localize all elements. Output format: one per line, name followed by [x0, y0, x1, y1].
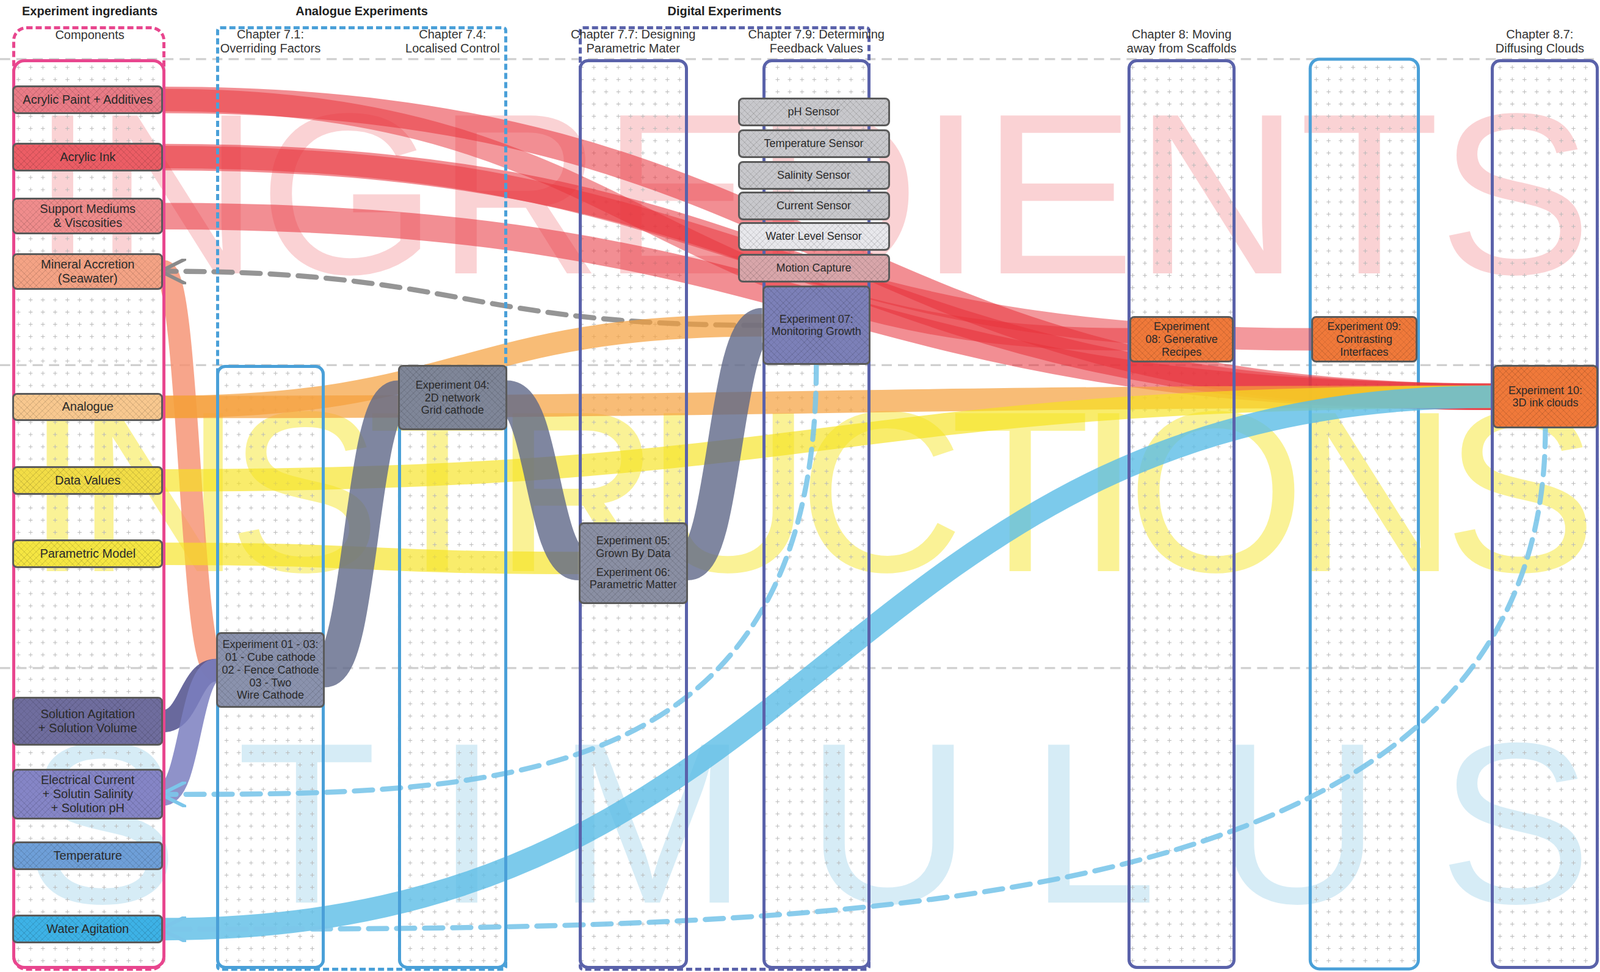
- box-text: Motion Capture: [742, 261, 886, 275]
- column-heading: Chapter 7.9: Determining Feedback Values: [728, 27, 905, 56]
- box-text: Experiment 01 - 03:: [220, 638, 320, 652]
- column-heading: Chapter 7.7: Designing Parametric Mater: [550, 27, 717, 56]
- flow-band: [162, 156, 1312, 340]
- column-heading: Chapter 7.4: Localised Control: [386, 27, 519, 56]
- column-region: Chapter 7.1: Overriding FactorsExperimen…: [216, 27, 325, 970]
- component-box: Experiment 10: 3D ink clouds: [1492, 365, 1598, 429]
- column-region: Chapter 8: Moving away from ScaffoldsExp…: [1127, 27, 1236, 970]
- component-box: Electrical Current + Solutin Salinity + …: [12, 769, 163, 820]
- flow-band: [162, 396, 1493, 930]
- box-text: Data Values: [17, 473, 159, 488]
- column-frame: [216, 26, 507, 972]
- box-text: 02 - Fence Cathode: [220, 664, 320, 677]
- column-heading: Digital Experiments: [578, 4, 871, 19]
- component-box: Experiment 04: 2D network Grid cathode: [398, 365, 508, 431]
- component-box: Motion Capture: [738, 253, 891, 283]
- component-box: pH Sensor: [738, 97, 891, 127]
- flow-band: [162, 216, 1493, 397]
- component-box: Acrylic Ink: [12, 142, 163, 172]
- box-text: Temperature Sensor: [742, 137, 886, 151]
- column-region: Analogue ExperimentsChapter 7.1: Overrid…: [216, 4, 507, 972]
- box-text: Acrylic Paint + Additives: [17, 92, 159, 107]
- feedback-arrow: [162, 365, 817, 795]
- box-text: Mineral Accretion (Seawater): [17, 257, 159, 286]
- box-text: Solution Agitation + Solution Volume: [17, 707, 159, 736]
- component-box: Support Mediums & Viscosities: [12, 197, 163, 235]
- box-text: Current Sensor: [742, 199, 886, 213]
- box-text: Water Agitation: [17, 922, 159, 937]
- box-text: 03 - Two Wire Cathode: [220, 676, 320, 703]
- column-region: Chapter 8.7: Diffusing CloudsExperiment …: [1490, 27, 1599, 970]
- column-region: Experiment ingrediantsComponentsAcrylic …: [12, 4, 166, 972]
- column-heading: Chapter 7.1: Overriding Factors: [203, 27, 337, 56]
- column-heading: Components: [3, 28, 177, 43]
- flow-band: [687, 325, 763, 563]
- column-frame: [12, 59, 166, 970]
- component-box: Experiment 07: Monitoring Growth: [762, 285, 871, 366]
- box-text: Analogue: [17, 399, 159, 414]
- column-region: Chapter 7.9: Determining Feedback Values…: [762, 27, 871, 970]
- flow-band: [162, 100, 1493, 397]
- component-box: Temperature Sensor: [738, 129, 891, 159]
- component-box: Water Level Sensor: [738, 222, 891, 251]
- flow-band: [162, 156, 1493, 397]
- component-box: Mineral Accretion (Seawater): [12, 253, 163, 290]
- column-frame: [1490, 59, 1599, 970]
- box-text: Parametric Model: [17, 546, 159, 562]
- component-box: Temperature: [12, 841, 163, 871]
- box-text: Experiment 07: Monitoring Growth: [767, 313, 866, 339]
- box-text: Experiment 06: Parametric Matter: [583, 566, 684, 592]
- column-heading: Chapter 8.7: Diffusing Clouds: [1483, 27, 1596, 56]
- column-region: Digital ExperimentsChapter 7.7: Designin…: [578, 4, 871, 972]
- box-text: Experiment 09: Contrasting Interfaces: [1316, 320, 1413, 359]
- column-grounds: [12, 59, 1599, 970]
- column-frame: [578, 59, 688, 970]
- column-region: Chapter 7.4: Localised ControlExperiment…: [398, 27, 508, 970]
- box-text: Support Mediums & Viscosities: [17, 202, 159, 231]
- component-box: Current Sensor: [738, 191, 891, 221]
- column-frame: [1310, 59, 1419, 970]
- flow-band: [507, 398, 579, 564]
- column-heading: Experiment ingrediants: [3, 4, 177, 19]
- box-text: Experiment 04: 2D network Grid cathode: [402, 379, 503, 417]
- component-box: Experiment 09: Contrasting Interfaces: [1311, 316, 1418, 363]
- feedback-arrow: [162, 428, 1546, 930]
- component-box: Acrylic Paint + Additives: [12, 85, 163, 115]
- flow-band: [162, 670, 217, 795]
- component-box: Experiment 05: Grown By DataExperiment 0…: [578, 522, 688, 605]
- box-text: Experiment 08: Generative Recipes: [1134, 320, 1229, 359]
- box-text: 01 - Cube cathode: [220, 651, 320, 665]
- component-box: Experiment 08: Generative Recipes: [1129, 316, 1234, 363]
- box-text: Acrylic Ink: [17, 150, 159, 165]
- box-text: Salinity Sensor: [742, 169, 886, 182]
- column-frame: [1127, 59, 1236, 970]
- column-heading: Chapter 8: Moving away from Scaffolds: [1089, 27, 1274, 56]
- component-box: Solution Agitation + Solution Volume: [12, 697, 163, 746]
- column-heading: Analogue Experiments: [216, 4, 507, 19]
- component-box: Water Agitation: [12, 915, 163, 944]
- component-box: Experiment 01 - 03:01 - Cube cathode02 -…: [216, 632, 325, 709]
- box-text: Temperature: [17, 849, 159, 864]
- box-text: Water Level Sensor: [742, 230, 886, 243]
- column-region: Chapter 7.7: Designing Parametric MaterE…: [578, 27, 688, 970]
- box-text: Experiment 05: Grown By Data: [583, 534, 684, 560]
- row-dividers: [0, 59, 1600, 669]
- box-text: pH Sensor: [742, 105, 886, 119]
- component-box: Parametric Model: [12, 539, 163, 569]
- component-box: Data Values: [12, 466, 163, 496]
- column-frame: [398, 365, 508, 970]
- box-text: Experiment 10: 3D ink clouds: [1497, 384, 1593, 410]
- component-box: Analogue: [12, 393, 163, 422]
- flow-band: [324, 398, 399, 671]
- component-box: Salinity Sensor: [738, 161, 891, 190]
- box-text: Electrical Current + Solutin Salinity + …: [17, 773, 159, 816]
